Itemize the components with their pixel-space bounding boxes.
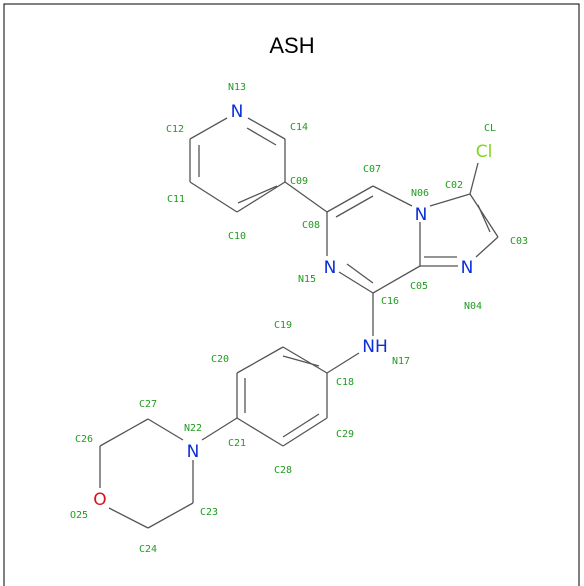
atom-id-c19: C19 bbox=[274, 320, 292, 331]
atom-id-n13: N13 bbox=[228, 82, 246, 93]
atom-id-c23: C23 bbox=[200, 507, 218, 518]
atom-cl: Cl bbox=[476, 142, 493, 162]
bond-c09-c10-inner bbox=[237, 185, 278, 204]
bond-c18-c19 bbox=[282, 346, 328, 374]
bond-c08-c07-inner bbox=[335, 195, 374, 218]
bond-c21-n22 bbox=[201, 417, 238, 441]
bond-n15-c16-inner bbox=[346, 263, 374, 284]
atom-n22: N bbox=[187, 442, 200, 462]
bond-n13-c14-inner bbox=[246, 127, 277, 146]
atom-id-n22: N22 bbox=[184, 423, 202, 434]
atom-id-c20: C20 bbox=[211, 354, 229, 365]
bond-n22-c27 bbox=[147, 418, 184, 441]
atom-n04: N bbox=[461, 258, 474, 278]
bond-c08-c07 bbox=[326, 185, 374, 213]
bond-c27-c26 bbox=[99, 418, 149, 447]
atom-id-n04: N04 bbox=[464, 301, 482, 312]
atom-id-n17: N17 bbox=[392, 356, 410, 367]
atom-id-c10: C10 bbox=[228, 231, 246, 242]
bonds bbox=[99, 117, 499, 529]
atom-id-c18: C18 bbox=[336, 377, 354, 388]
bond-c03-n04 bbox=[475, 236, 499, 258]
atom-id-c03: C03 bbox=[510, 236, 528, 247]
bond-c28-c29-inner bbox=[282, 413, 320, 438]
bond-n17-c18 bbox=[326, 352, 360, 374]
atom-id-c26: C26 bbox=[75, 434, 93, 445]
bond-c07-n06 bbox=[372, 185, 413, 207]
atom-id-c11: C11 bbox=[167, 194, 185, 205]
atom-n13: N bbox=[231, 102, 244, 122]
atom-id-c08: C08 bbox=[302, 220, 320, 231]
bond-c18-c19-inner bbox=[282, 355, 320, 367]
atom-id-c21: C21 bbox=[228, 438, 246, 449]
atom-id-c24: C24 bbox=[139, 544, 157, 555]
atom-id-c27: C27 bbox=[139, 399, 157, 410]
bond-c02-c03-inner bbox=[477, 204, 491, 233]
atom-id-c02: C02 bbox=[445, 180, 463, 191]
atom-id-c09: C09 bbox=[290, 176, 308, 187]
atom-id-c05: C05 bbox=[410, 281, 428, 292]
atom-id-c07: C07 bbox=[363, 164, 381, 175]
atom-id-n15: N15 bbox=[298, 274, 316, 285]
atom-id-c14: C14 bbox=[290, 122, 308, 133]
atom-id-c12: C12 bbox=[166, 124, 184, 135]
atom-ids: N13 C12 C14 C11 C09 C10 C07 C08 N06 C02 … bbox=[70, 82, 528, 555]
atom-id-n06: N06 bbox=[411, 188, 429, 199]
atom-o25: O bbox=[93, 490, 106, 510]
bond-n13-c12 bbox=[189, 117, 228, 140]
bond-c02-cl bbox=[469, 162, 479, 195]
bond-c02-c03 bbox=[469, 193, 499, 238]
atom-n06: N bbox=[415, 205, 428, 225]
bond-n13-c14 bbox=[247, 117, 286, 140]
atom-id-cl: CL bbox=[484, 123, 496, 134]
bond-c24-c23 bbox=[147, 502, 194, 529]
bond-c28-c29 bbox=[282, 417, 328, 447]
atom-id-c16: C16 bbox=[381, 296, 399, 307]
atom-id-c28: C28 bbox=[274, 465, 292, 476]
bond-c16-c05 bbox=[372, 265, 421, 294]
bond-c09-c10 bbox=[236, 181, 286, 213]
atom-id-c29: C29 bbox=[336, 429, 354, 440]
bond-c09-c08 bbox=[284, 181, 328, 213]
bond-c11-c10 bbox=[189, 181, 238, 213]
bond-c21-c28 bbox=[236, 417, 284, 447]
bond-n06-c02 bbox=[429, 193, 471, 207]
molecule-title: ASH bbox=[269, 33, 314, 58]
atom-id-o25: O25 bbox=[70, 510, 88, 521]
bond-c19-c20 bbox=[236, 346, 284, 374]
bond-o25-c24 bbox=[108, 507, 149, 529]
bond-n15-c16 bbox=[338, 271, 374, 294]
viewer-frame bbox=[3, 3, 580, 586]
atom-n15: N bbox=[324, 258, 337, 278]
atom-labels: N N N N NH N O Cl bbox=[93, 102, 492, 510]
atom-n17: NH bbox=[362, 337, 388, 357]
